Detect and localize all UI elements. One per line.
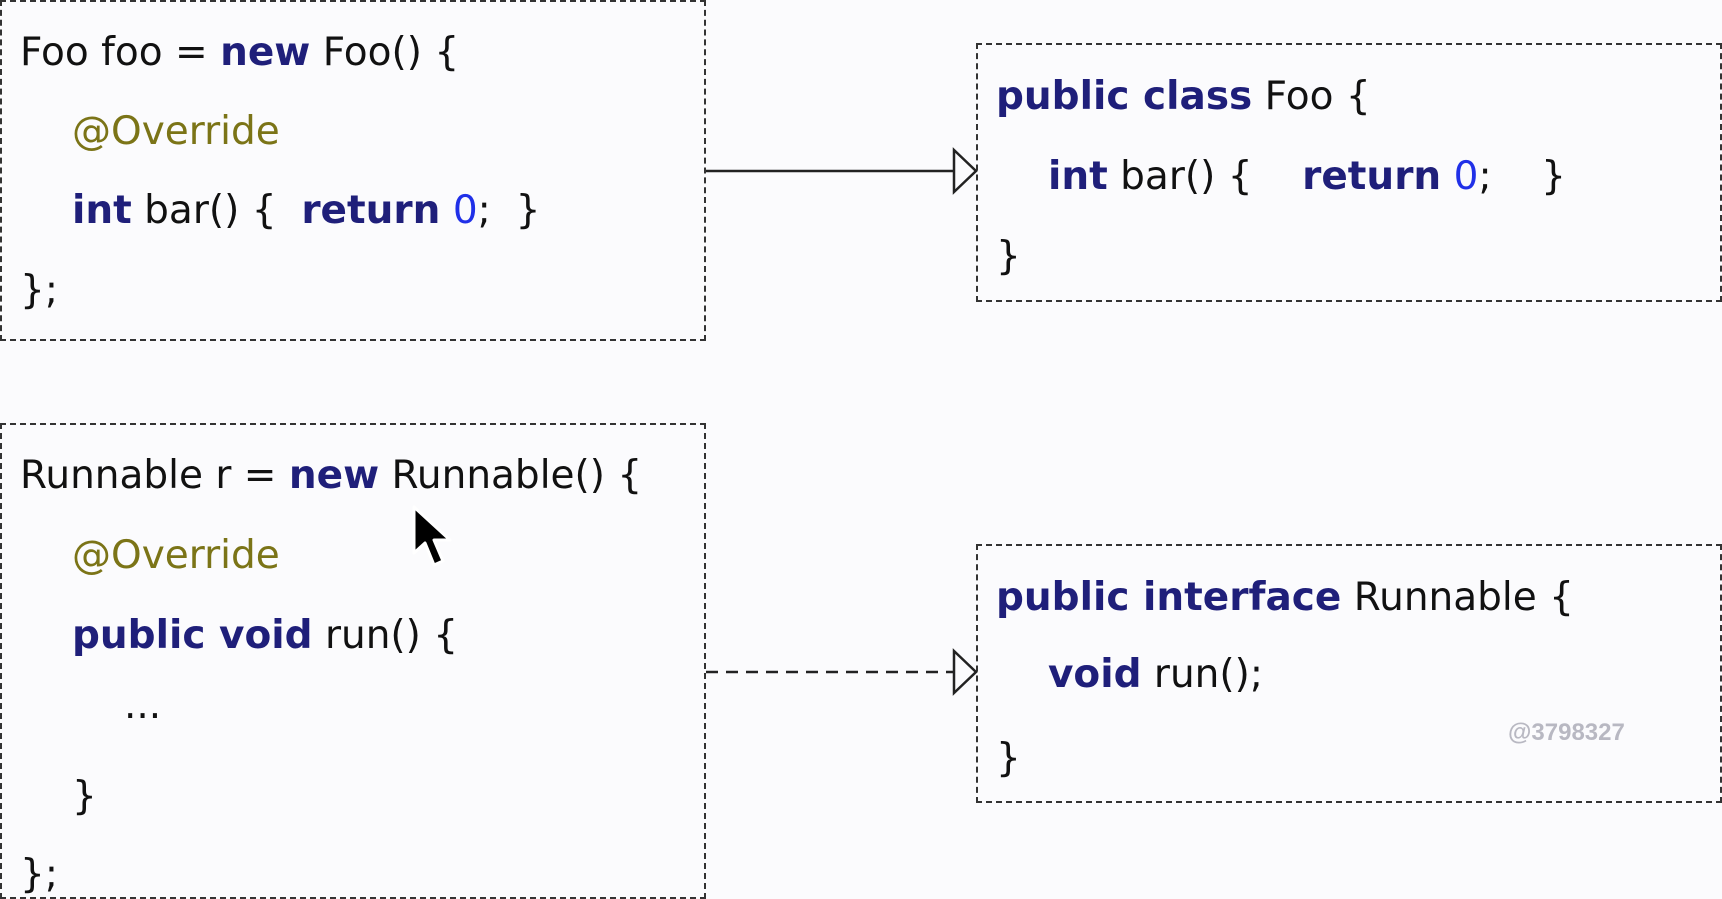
code-text: Foo foo = xyxy=(20,30,221,75)
code-box-anonymous-runnable: Runnable r = new Runnable() { @Override … xyxy=(0,423,706,899)
code-text: } xyxy=(996,736,1021,781)
keyword-new: new xyxy=(220,30,311,75)
code-line: }; xyxy=(20,267,58,315)
code-text: ; } xyxy=(1478,154,1566,199)
code-text: run(); xyxy=(1141,652,1263,697)
keyword-int: int xyxy=(72,188,132,233)
code-line: public class Foo { xyxy=(996,73,1371,121)
hollow-triangle-arrow-icon xyxy=(952,147,978,195)
code-box-foo-class: public class Foo { int bar() { return 0;… xyxy=(976,43,1722,302)
hollow-triangle-arrow-icon xyxy=(952,648,978,696)
code-line: }; xyxy=(20,851,58,899)
code-line: public interface Runnable { xyxy=(996,574,1574,622)
code-text: Foo { xyxy=(1252,74,1371,119)
code-text: }; xyxy=(20,852,58,897)
code-text: bar() { xyxy=(1107,154,1303,199)
implementation-arrow xyxy=(706,648,978,696)
code-box-anonymous-foo: Foo foo = new Foo() { @Override int bar(… xyxy=(0,0,706,341)
code-text: Runnable { xyxy=(1341,575,1574,620)
keyword-public-class: public class xyxy=(996,74,1253,119)
keyword-public-void: public void xyxy=(72,613,313,658)
code-line: int bar() { return 0; } xyxy=(72,187,540,235)
keyword-return: return xyxy=(1302,154,1442,199)
code-line: } xyxy=(996,735,1021,783)
code-text: } xyxy=(996,234,1021,279)
code-text: Runnable r = xyxy=(20,453,289,498)
code-line: public void run() { xyxy=(72,612,458,660)
code-line: void run(); xyxy=(1048,651,1263,699)
code-text: }; xyxy=(20,268,58,313)
code-line: @Override xyxy=(72,108,280,156)
annotation-override: @Override xyxy=(72,109,280,154)
code-line: ... xyxy=(124,682,161,730)
code-text xyxy=(440,188,452,233)
code-line: @Override xyxy=(72,532,280,580)
keyword-return: return xyxy=(301,188,441,233)
number-literal: 0 xyxy=(452,188,478,233)
mouse-pointer-icon xyxy=(412,505,452,567)
code-line: Foo foo = new Foo() { xyxy=(20,29,459,77)
code-line: } xyxy=(72,773,97,821)
keyword-new: new xyxy=(288,453,380,498)
code-line: } xyxy=(996,233,1021,281)
code-text: run() { xyxy=(312,613,459,658)
code-text xyxy=(1441,154,1453,199)
code-text: } xyxy=(72,774,97,819)
code-text: ; } xyxy=(477,188,541,233)
inheritance-arrow xyxy=(706,147,978,195)
code-text: Runnable() { xyxy=(379,453,643,498)
code-ellipsis: ... xyxy=(124,683,162,728)
keyword-int: int xyxy=(1048,154,1108,199)
number-literal: 0 xyxy=(1453,154,1479,199)
keyword-public-interface: public interface xyxy=(996,575,1342,620)
code-text: bar() { xyxy=(131,188,302,233)
code-line: Runnable r = new Runnable() { xyxy=(20,452,642,500)
annotation-override: @Override xyxy=(72,533,280,578)
code-box-runnable-interface: public interface Runnable { void run(); … xyxy=(976,544,1722,803)
code-text: Foo() { xyxy=(310,30,460,75)
watermark-text: @3798327 xyxy=(1508,719,1625,746)
code-line: int bar() { return 0; } xyxy=(1048,153,1566,201)
keyword-void: void xyxy=(1048,652,1142,697)
